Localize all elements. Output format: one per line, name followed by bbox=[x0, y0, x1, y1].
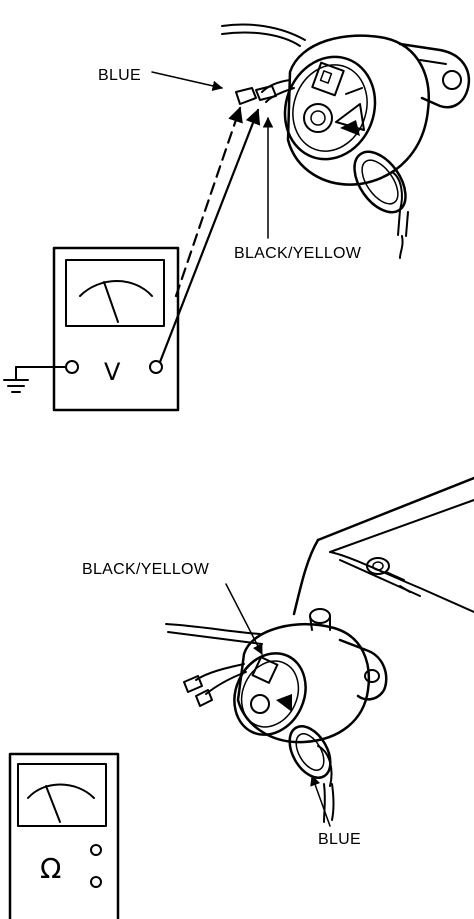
ohmmeter-terminal-top bbox=[90, 844, 102, 856]
distributor-bottom-illustration bbox=[165, 608, 388, 823]
analog-needle-icon-bottom bbox=[45, 785, 61, 823]
bottom-leader-black-yellow bbox=[225, 583, 263, 655]
top-figure: BLUE BLACK/YELLOW V bbox=[3, 23, 471, 412]
bottom-label-black-yellow: BLACK/YELLOW bbox=[82, 561, 210, 578]
meter-terminal-left bbox=[65, 360, 79, 374]
bottom-figure: BLACK/YELLOW BLUE Ω bbox=[8, 476, 474, 919]
bottom-leader-blue bbox=[310, 775, 331, 827]
top-test-lead-solid bbox=[158, 108, 261, 364]
meter-terminal-right bbox=[149, 360, 163, 374]
ohmmeter-symbol: Ω bbox=[40, 852, 61, 885]
bottom-label-blue: BLUE bbox=[318, 831, 361, 848]
engine-bracket-illustration bbox=[292, 476, 474, 616]
top-label-black-yellow: BLACK/YELLOW bbox=[234, 245, 362, 262]
voltmeter: V bbox=[52, 246, 180, 412]
analog-needle-icon bbox=[103, 281, 119, 323]
distributor-top-illustration bbox=[221, 23, 471, 259]
meter-scale-arc-bottom bbox=[27, 783, 95, 799]
voltmeter-symbol: V bbox=[104, 358, 121, 386]
meter-scale-arc bbox=[79, 280, 153, 297]
ohmmeter: Ω bbox=[8, 752, 120, 919]
top-label-blue: BLUE bbox=[98, 67, 141, 84]
ohmmeter-terminal-bottom bbox=[90, 876, 102, 888]
top-leader-blue bbox=[151, 71, 224, 92]
top-test-lead-dashed bbox=[174, 106, 243, 298]
ground-icon bbox=[3, 366, 67, 393]
